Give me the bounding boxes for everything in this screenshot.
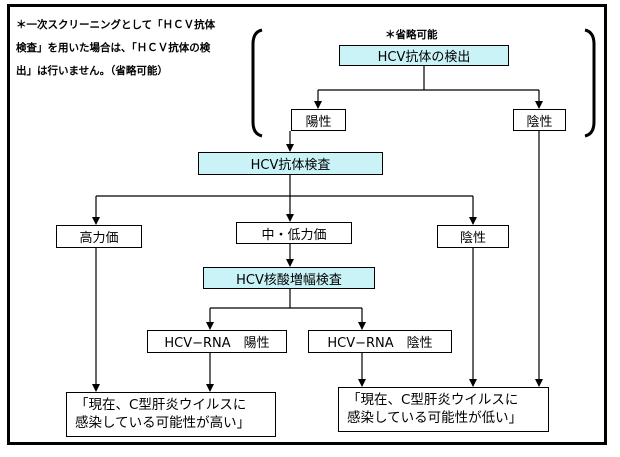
result-low-probability: 「現在、C型肝炎ウイルスに 感染している可能性が低い」 xyxy=(338,387,549,432)
box-mid-low-titer: 中・低力価 xyxy=(236,222,352,244)
right-bracket xyxy=(584,28,596,138)
screening-note: ＊一次スクリーニングとして「ＨＣＶ抗体 検査」を用いた場合は、「ＨＣＶ抗体の検 … xyxy=(16,14,241,83)
box-positive-top: 陽性 xyxy=(291,109,346,131)
result-low-line-2: 感染している可能性が低い」 xyxy=(347,410,523,426)
optional-label: ＊省略可能 xyxy=(385,29,438,41)
note-line-2: 検査」を用いた場合は、「ＨＣＶ抗体の検 xyxy=(16,42,211,54)
result-high-line-1: 「現在、C型肝炎ウイルスに xyxy=(75,397,247,413)
result-high-probability: 「現在、C型肝炎ウイルスに 感染している可能性が高い」 xyxy=(66,392,276,437)
box-negative-mid: 陰性 xyxy=(437,225,509,248)
box-rna-positive: HCV−RNA 陽性 xyxy=(147,330,287,353)
note-line-1: ＊一次スクリーニングとして「ＨＣＶ抗体 xyxy=(16,19,216,31)
note-line-3: 出」は行いません。（省略可能） xyxy=(16,65,168,77)
box-negative-top: 陰性 xyxy=(513,109,566,131)
box-high-titer: 高力価 xyxy=(56,225,142,248)
left-bracket xyxy=(251,28,263,138)
box-hcv-antibody-test: HCV抗体検査 xyxy=(198,152,383,175)
box-rna-negative: HCV−RNA 陰性 xyxy=(308,330,452,353)
result-high-line-2: 感染している可能性が高い」 xyxy=(75,415,251,431)
result-low-line-1: 「現在、C型肝炎ウイルスに xyxy=(347,392,519,408)
box-hcv-antibody-detection: HCV抗体の検出 xyxy=(339,45,509,66)
box-hcv-nat: HCV核酸増幅検査 xyxy=(203,267,375,289)
